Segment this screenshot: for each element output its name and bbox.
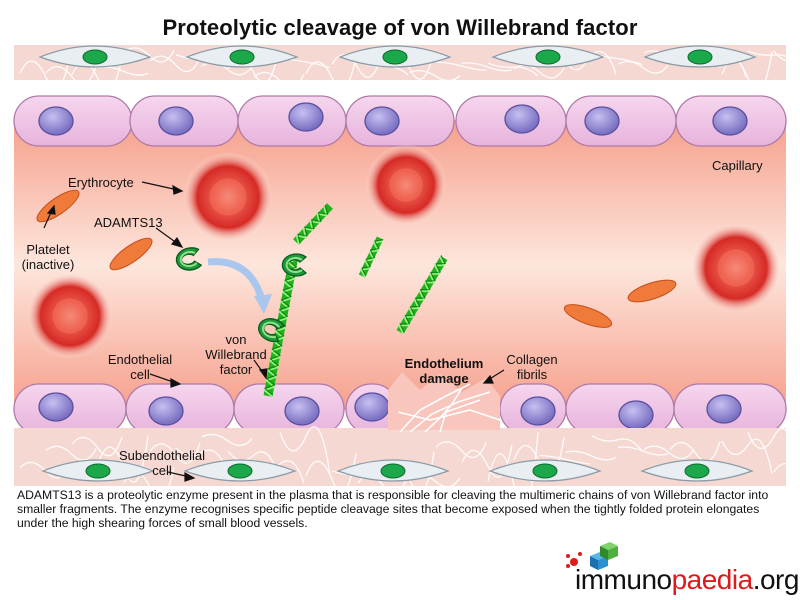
bottom-endothelial-cell-3 [234,384,344,434]
diagram-title: Proteolytic cleavage of von Willebrand f… [0,15,800,41]
label-endothelium-damage: Endothelium damage [394,356,494,386]
top-endothelial-cell-6 [566,96,676,146]
label-erythrocyte: Erythrocyte [68,175,134,190]
label-damage-line2: damage [394,371,494,386]
erythrocyte-4 [692,224,780,312]
label-capillary: Capillary [712,158,763,173]
top-endothelial-cell-7 [676,96,786,146]
label-endothelial-cell: Endothelial cell [100,352,180,382]
label-endothelial-line1: Endothelial [100,352,180,367]
label-damage-line1: Endothelium [394,356,494,371]
caption-text: ADAMTS13 is a proteolytic enzyme present… [17,488,787,530]
top-endothelial-cell-1 [14,96,132,146]
label-subendothelial-cell: Subendothelial cell [110,448,214,478]
immunopaedia-logo[interactable]: immunopaedia.org [560,542,790,598]
label-collagen-line2: fibrils [496,367,568,382]
bottom-endothelial-cell-1 [14,384,126,434]
erythrocyte-3 [28,274,112,358]
label-subendo-line2: cell [110,463,214,478]
label-platelet-line1: Platelet [12,242,84,257]
top-endothelial-cell-2 [130,96,238,146]
bottom-endothelial-cell-6 [566,384,674,434]
top-endothelial-cell-4 [346,96,454,146]
label-platelet-line2: (inactive) [12,257,84,272]
label-vwf-line3: factor [196,362,276,377]
logo-part-org: .org [753,564,799,595]
erythrocyte-1 [184,153,272,241]
label-platelet: Platelet (inactive) [12,242,84,272]
bottom-endothelial-cell-2 [126,384,234,434]
label-collagen-line1: Collagen [496,352,568,367]
logo-part-paedia: paedia [672,564,753,595]
label-collagen-fibrils: Collagen fibrils [496,352,568,382]
top-endothelial-cell-3 [238,96,346,146]
logo-wordmark: immunopaedia.org [575,564,799,596]
bottom-endothelial-cell-7 [674,384,786,434]
label-subendo-line1: Subendothelial [110,448,214,463]
logo-part-immuno: immuno [575,564,672,595]
label-von-willebrand-factor: von Willebrand factor [196,332,276,377]
label-adamts13: ADAMTS13 [94,215,163,230]
erythrocyte-2 [366,145,446,225]
label-vwf-line1: von [196,332,276,347]
label-endothelial-line2: cell [100,367,180,382]
top-endothelial-cell-5 [456,96,566,146]
label-vwf-line2: Willebrand [196,347,276,362]
bottom-endothelial-cell-5 [500,384,566,434]
